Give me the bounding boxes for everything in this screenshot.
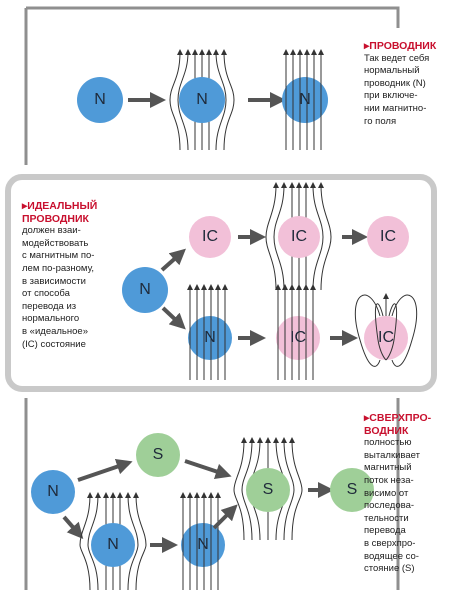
ideal-circle (278, 216, 320, 258)
ideal-circle (367, 216, 409, 258)
ideal-conductor-caption: ИДЕАЛЬНЫЙ ПРОВОДНИК должен взаи- модейст… (22, 200, 132, 351)
process-arrow (161, 306, 186, 330)
super-circle (246, 468, 290, 512)
label-n: N (299, 91, 311, 108)
superconductor-title: СВЕРХПРО- ВОДНИК (364, 412, 448, 437)
label-n: N (139, 281, 151, 298)
label-s: S (346, 481, 358, 498)
label-ic: IC (291, 228, 307, 245)
normal-circle (31, 470, 75, 514)
label-ic: IC (378, 329, 394, 346)
ideal-circle (276, 316, 320, 360)
process-arrow (160, 248, 186, 272)
label-ic: IC (380, 228, 396, 245)
straight-field-lines (180, 492, 221, 590)
ideal-panel (5, 174, 437, 392)
conductor-text: Так ведет себя нормальный проводник (N) … (364, 52, 430, 127)
label-ic: IC (202, 228, 218, 245)
label-n: N (204, 329, 216, 346)
normal-circle (77, 77, 123, 123)
normal-circle (179, 77, 225, 123)
super-circle (136, 433, 180, 477)
process-arrow (77, 459, 133, 482)
label-n: N (94, 91, 106, 108)
normal-circle (181, 523, 225, 567)
straight-field-lines (283, 49, 324, 150)
label-s: S (262, 481, 274, 498)
straight-field-lines (275, 284, 316, 380)
loop-field-lines (354, 293, 418, 367)
superconductor-text: полностью выталкивает магнитный поток не… (364, 437, 420, 575)
superconductor-caption: СВЕРХПРО- ВОДНИК полностью выталкивает м… (364, 412, 448, 576)
label-n: N (197, 536, 209, 553)
label-n: N (47, 483, 59, 500)
conductor-caption: ПРОВОДНИК Так ведет себя нормальный пров… (364, 40, 448, 128)
conductor-row (77, 49, 328, 151)
ideal-conductor-text: должен взаи- модействовать с магнитным п… (22, 225, 95, 350)
superconductor-graph (31, 433, 374, 591)
super-circle (330, 468, 374, 512)
label-s: S (152, 446, 164, 463)
process-arrow (212, 504, 238, 530)
ideal-circle (189, 216, 231, 258)
label-ic: IC (290, 329, 306, 346)
normal-circle (91, 523, 135, 567)
conductor-title: ПРОВОДНИК (364, 40, 448, 53)
process-arrow (62, 515, 84, 540)
expelled-field-lines (233, 437, 303, 541)
ideal-conductor-title: ИДЕАЛЬНЫЙ ПРОВОДНИК (22, 200, 132, 225)
process-arrow (184, 459, 232, 480)
ideal-circle (364, 316, 408, 360)
straight-field-lines (187, 284, 228, 380)
ideal-conductor-graph (122, 182, 418, 380)
normal-circle (188, 316, 232, 360)
label-n: N (107, 536, 119, 553)
normal-circle (122, 267, 168, 313)
label-n: N (196, 91, 208, 108)
